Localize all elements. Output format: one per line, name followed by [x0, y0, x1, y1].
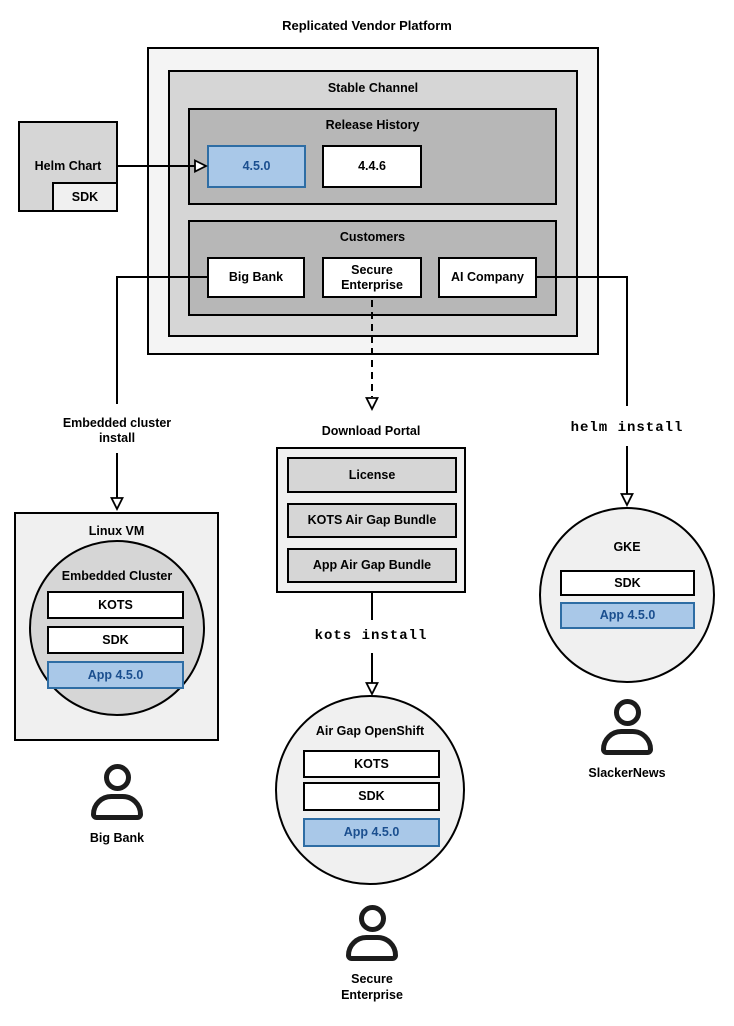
helm-chart-box: Helm Chart SDK — [18, 121, 118, 212]
openshift-sdk: SDK — [303, 782, 440, 811]
air-gap-openshift-circle: Air Gap OpenShift KOTS SDK App 4.5.0 — [275, 695, 465, 885]
stable-channel-label: Stable Channel — [327, 81, 419, 95]
arrowhead-down — [620, 493, 634, 508]
release-history-label: Release History — [325, 118, 420, 132]
download-portal-label: Download Portal — [321, 424, 421, 438]
edge-label-helm-install: helm install — [570, 420, 684, 436]
person-icon-body — [346, 935, 398, 961]
customer-secure-enterprise: Secure Enterprise — [322, 257, 422, 298]
user-big-bank: Big Bank — [57, 764, 177, 847]
person-icon — [358, 905, 386, 932]
openshift-app: App 4.5.0 — [303, 818, 440, 847]
user-secure-enterprise: Secure Enterprise — [312, 905, 432, 1003]
gke-app: App 4.5.0 — [560, 602, 695, 629]
edge-label-embedded-cluster-install: Embedded cluster install — [62, 416, 172, 445]
air-gap-openshift-label: Air Gap OpenShift — [315, 724, 425, 738]
customer-ai-company: AI Company — [438, 257, 537, 298]
release-4-5-0: 4.5.0 — [207, 145, 306, 188]
portal-item-kots-airgap-bundle: KOTS Air Gap Bundle — [287, 503, 457, 538]
customers-box: Customers Big Bank Secure Enterprise AI … — [188, 220, 557, 316]
vendor-platform-box: Stable Channel Release History 4.5.0 4.4… — [147, 47, 599, 355]
edge-label-kots-install: kots install — [314, 628, 428, 644]
arrowhead-down — [110, 497, 124, 512]
user-big-bank-label: Big Bank — [89, 831, 145, 845]
linux-vm-box: Linux VM Embedded Cluster KOTS SDK App 4… — [14, 512, 219, 741]
linux-vm-label: Linux VM — [88, 524, 145, 538]
portal-item-license: License — [287, 457, 457, 493]
customer-big-bank: Big Bank — [207, 257, 305, 298]
person-icon — [103, 764, 131, 791]
embedded-cluster-sdk: SDK — [47, 626, 184, 654]
user-slackernews-label: SlackerNews — [588, 766, 666, 780]
release-history-box: Release History 4.5.0 4.4.6 — [188, 108, 557, 205]
arrowhead-down — [365, 397, 379, 412]
openshift-kots: KOTS — [303, 750, 440, 778]
diagram-title: Replicated Vendor Platform — [282, 18, 452, 33]
user-slackernews: SlackerNews — [567, 699, 687, 782]
download-portal-box: License KOTS Air Gap Bundle App Air Gap … — [276, 447, 466, 593]
helm-chart-label: Helm Chart — [34, 159, 102, 173]
gke-label: GKE — [613, 540, 641, 554]
embedded-cluster-kots: KOTS — [47, 591, 184, 619]
customers-label: Customers — [339, 230, 406, 244]
person-icon-body — [91, 794, 143, 820]
gke-sdk: SDK — [560, 570, 695, 596]
arrowhead-down — [365, 682, 379, 697]
gke-circle: GKE SDK App 4.5.0 — [539, 507, 715, 683]
embedded-cluster-circle: Embedded Cluster KOTS SDK App 4.5.0 — [29, 540, 205, 716]
person-icon — [613, 699, 641, 726]
user-secure-enterprise-label: Secure Enterprise — [341, 972, 403, 1002]
stable-channel-box: Stable Channel Release History 4.5.0 4.4… — [168, 70, 578, 337]
embedded-cluster-app: App 4.5.0 — [47, 661, 184, 689]
release-4-4-6: 4.4.6 — [322, 145, 422, 188]
person-icon-body — [601, 729, 653, 755]
portal-item-app-airgap-bundle: App Air Gap Bundle — [287, 548, 457, 583]
helm-chart-sdk-box: SDK — [52, 182, 118, 212]
embedded-cluster-label: Embedded Cluster — [61, 569, 173, 583]
